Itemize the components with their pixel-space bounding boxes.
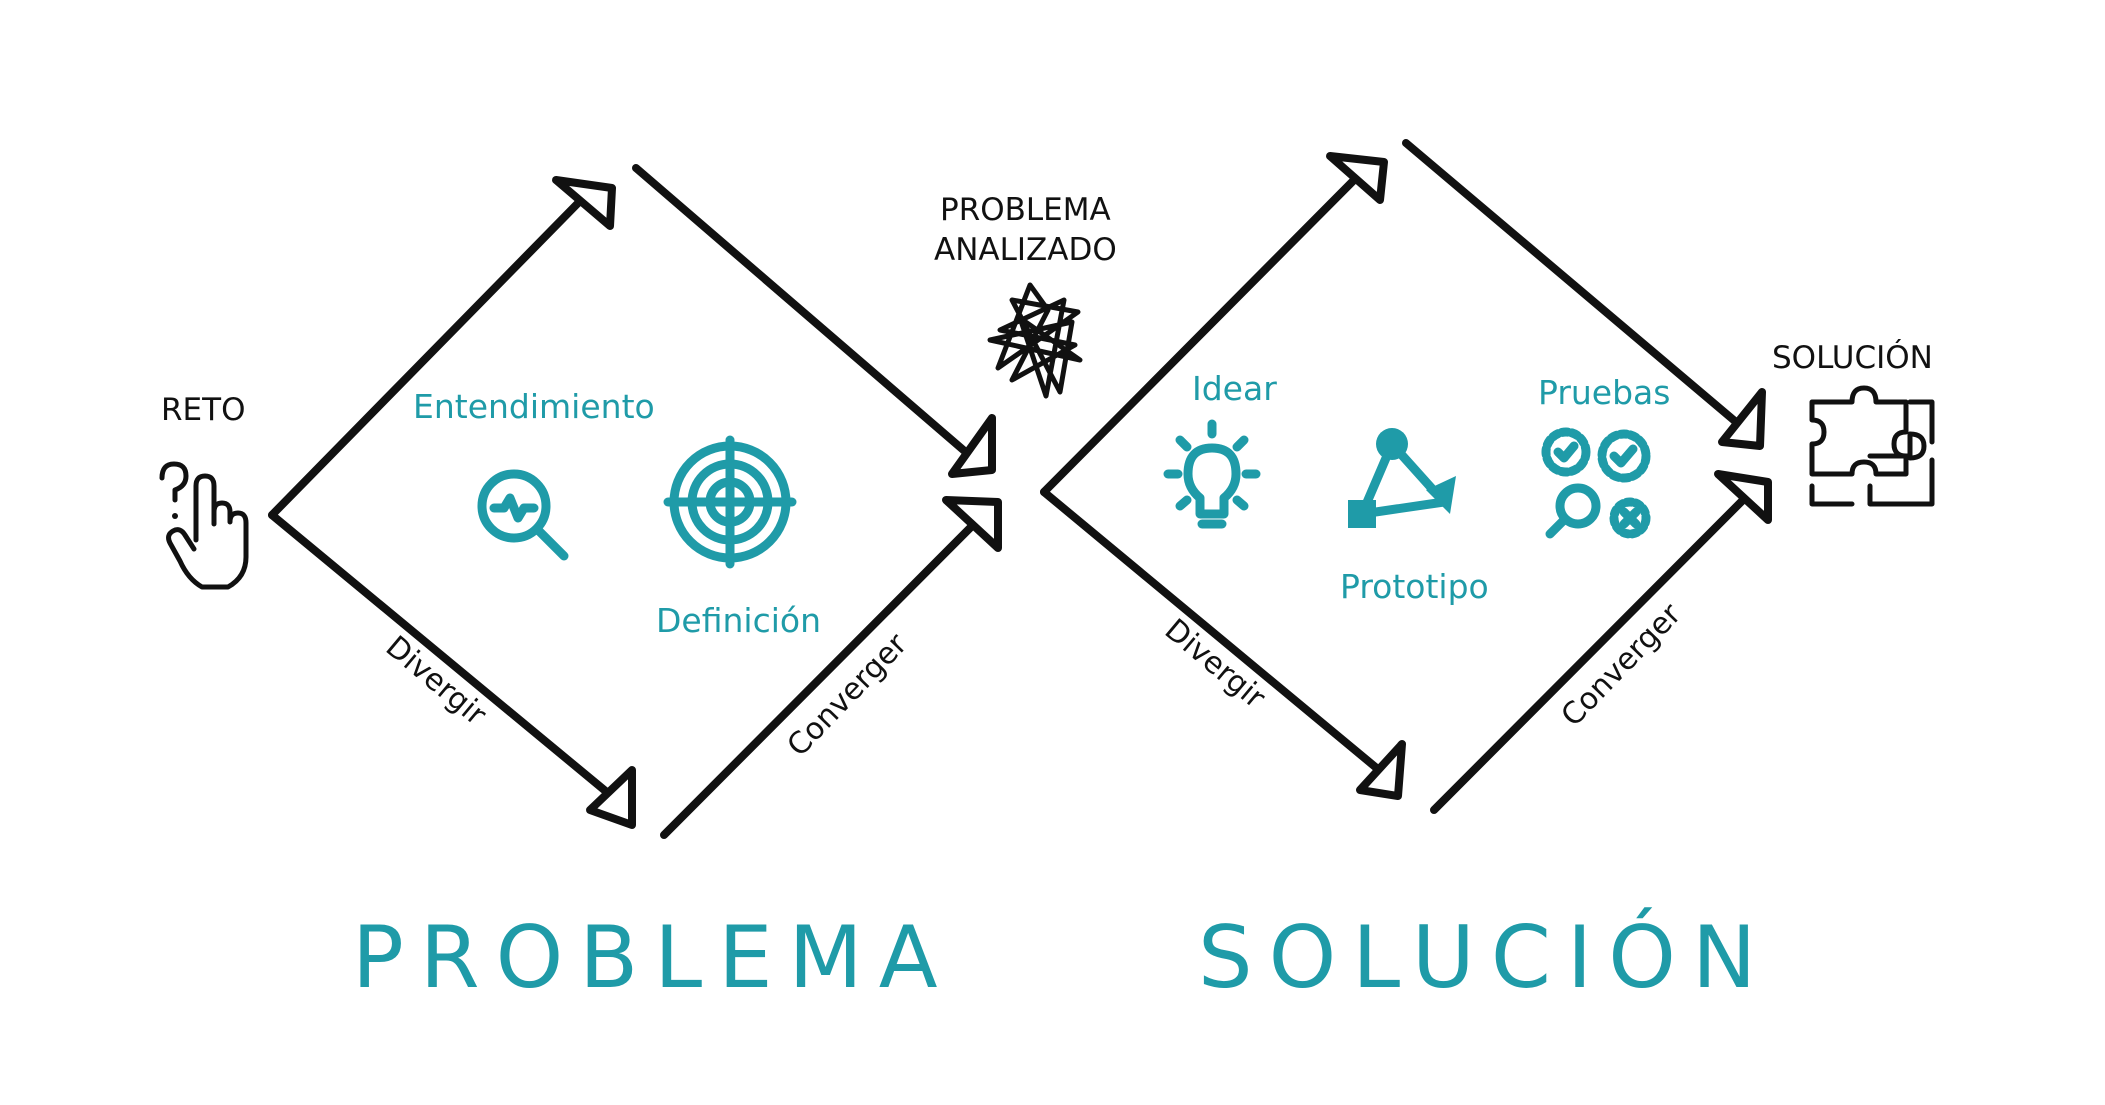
label-solucion-top: SOLUCIÓN: [1772, 339, 1933, 376]
lightbulb-icon: [1163, 419, 1261, 529]
arrowhead-up-2: [1326, 152, 1388, 204]
arrowhead-converge-in-2: [942, 496, 1002, 552]
magnifier-pulse-icon: [477, 469, 569, 561]
diamond-problema: [268, 164, 1002, 839]
arrowhead-down-1: [586, 766, 636, 829]
diverge-down-line-2: [1040, 488, 1389, 779]
shapes-network-icon: [1348, 428, 1456, 528]
arrowhead-down-2: [1356, 740, 1406, 800]
title-problema: PROBLEMA: [352, 908, 954, 1008]
label-reto: RETO: [161, 392, 245, 428]
arrowhead-converge-in-4: [1714, 470, 1772, 524]
diverge-up-line-1: [268, 194, 587, 519]
arrowhead-up-1: [552, 176, 616, 230]
label-pruebas: Pruebas: [1538, 373, 1670, 412]
converge-down-line-1: [632, 164, 972, 458]
puzzle-pieces-icon: [1809, 385, 1935, 507]
label-problema-analizado-1: PROBLEMA: [940, 192, 1111, 228]
hand-pointer-question-icon: [159, 461, 249, 590]
converge-up-line-1: [660, 520, 978, 839]
arrowhead-converge-in-3: [1718, 388, 1766, 450]
target-crosshair-icon: [663, 435, 797, 569]
label-idear: Idear: [1192, 369, 1277, 408]
label-problema-analizado-2: ANALIZADO: [934, 232, 1117, 268]
diamond-solucion: [1040, 139, 1772, 814]
label-prototipo: Prototipo: [1340, 567, 1489, 606]
converge-up-line-2: [1430, 494, 1749, 814]
gears-check-icon: [1541, 427, 1651, 539]
diverge-down-line-1: [268, 511, 624, 807]
label-entendimiento: Entendimiento: [413, 387, 655, 426]
diverge-up-line-2: [1040, 170, 1364, 496]
converge-down-line-2: [1402, 139, 1740, 426]
arrowhead-converge-in-1: [948, 414, 996, 478]
title-solucion: SOLUCIÓN: [1198, 907, 1772, 1008]
label-definicion: Definición: [656, 601, 821, 640]
tangled-scribble-icon: [987, 282, 1083, 399]
